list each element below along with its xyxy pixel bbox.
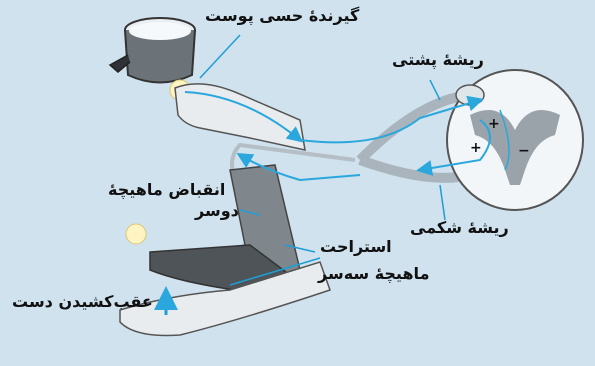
label-ventral-root: ریشهٔ شکمی [410, 218, 509, 237]
touching-hand [175, 84, 305, 150]
hot-pot-icon [110, 18, 195, 83]
label-skin-receptor: گیرندهٔ حسی پوست [205, 6, 359, 25]
label-dorsal-root: ریشهٔ پشتی [392, 50, 484, 69]
spinal-cord: + + − [447, 70, 583, 210]
label-hand-withdrawal: عقب‌کشیدن دست [12, 292, 153, 311]
synapse-plus-sign: + [470, 140, 482, 156]
synapse-minus-sign: − [518, 143, 530, 159]
synapse-plus-sign: + [488, 116, 500, 132]
label-triceps-relaxation: استراحت [320, 237, 392, 256]
label-biceps-contraction: انقباض ماهیچهٔ [108, 180, 225, 199]
label-triceps-relaxation-2: ماهیچهٔ سه‌سر [318, 264, 429, 283]
label-biceps-contraction-2: دوسر [195, 201, 239, 220]
